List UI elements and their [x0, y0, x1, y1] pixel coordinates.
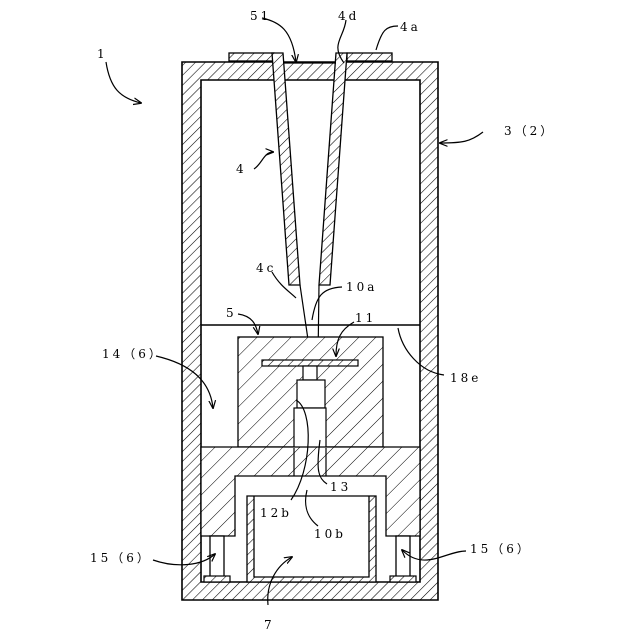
label-chamber: 14（6） [102, 347, 164, 361]
pipette-tip [272, 53, 347, 285]
reference-labels: 1 3（2） 4 51 4d 4a 4c 10a 5 11 18e 14（6） … [90, 9, 555, 632]
label-tip-mouth: 51 [250, 9, 271, 23]
label-plate: 11 [355, 311, 376, 325]
label-housing: 3（2） [504, 124, 555, 138]
label-tip-flange: 4a [400, 20, 421, 34]
label-holder: 5 [226, 306, 237, 320]
label-leg-right: 15（6） [470, 542, 532, 556]
label-tip-upper: 4d [338, 9, 359, 23]
label-connector: 13 [330, 480, 351, 494]
leg-right [390, 536, 416, 582]
label-leg-left: 15（6） [90, 551, 152, 565]
label-partition: 18e [450, 371, 481, 385]
label-needle-base: 10b [314, 527, 346, 541]
label-needle-tip: 10a [346, 280, 377, 294]
label-tip: 4 [236, 162, 247, 176]
base-block [201, 447, 420, 536]
label-inner-tube: 12b [260, 506, 292, 520]
label-container: 7 [264, 618, 275, 632]
tip-flange [229, 53, 392, 61]
holder-block [238, 337, 383, 448]
label-tip-lower: 4c [256, 261, 276, 275]
label-device: 1 [97, 47, 108, 61]
